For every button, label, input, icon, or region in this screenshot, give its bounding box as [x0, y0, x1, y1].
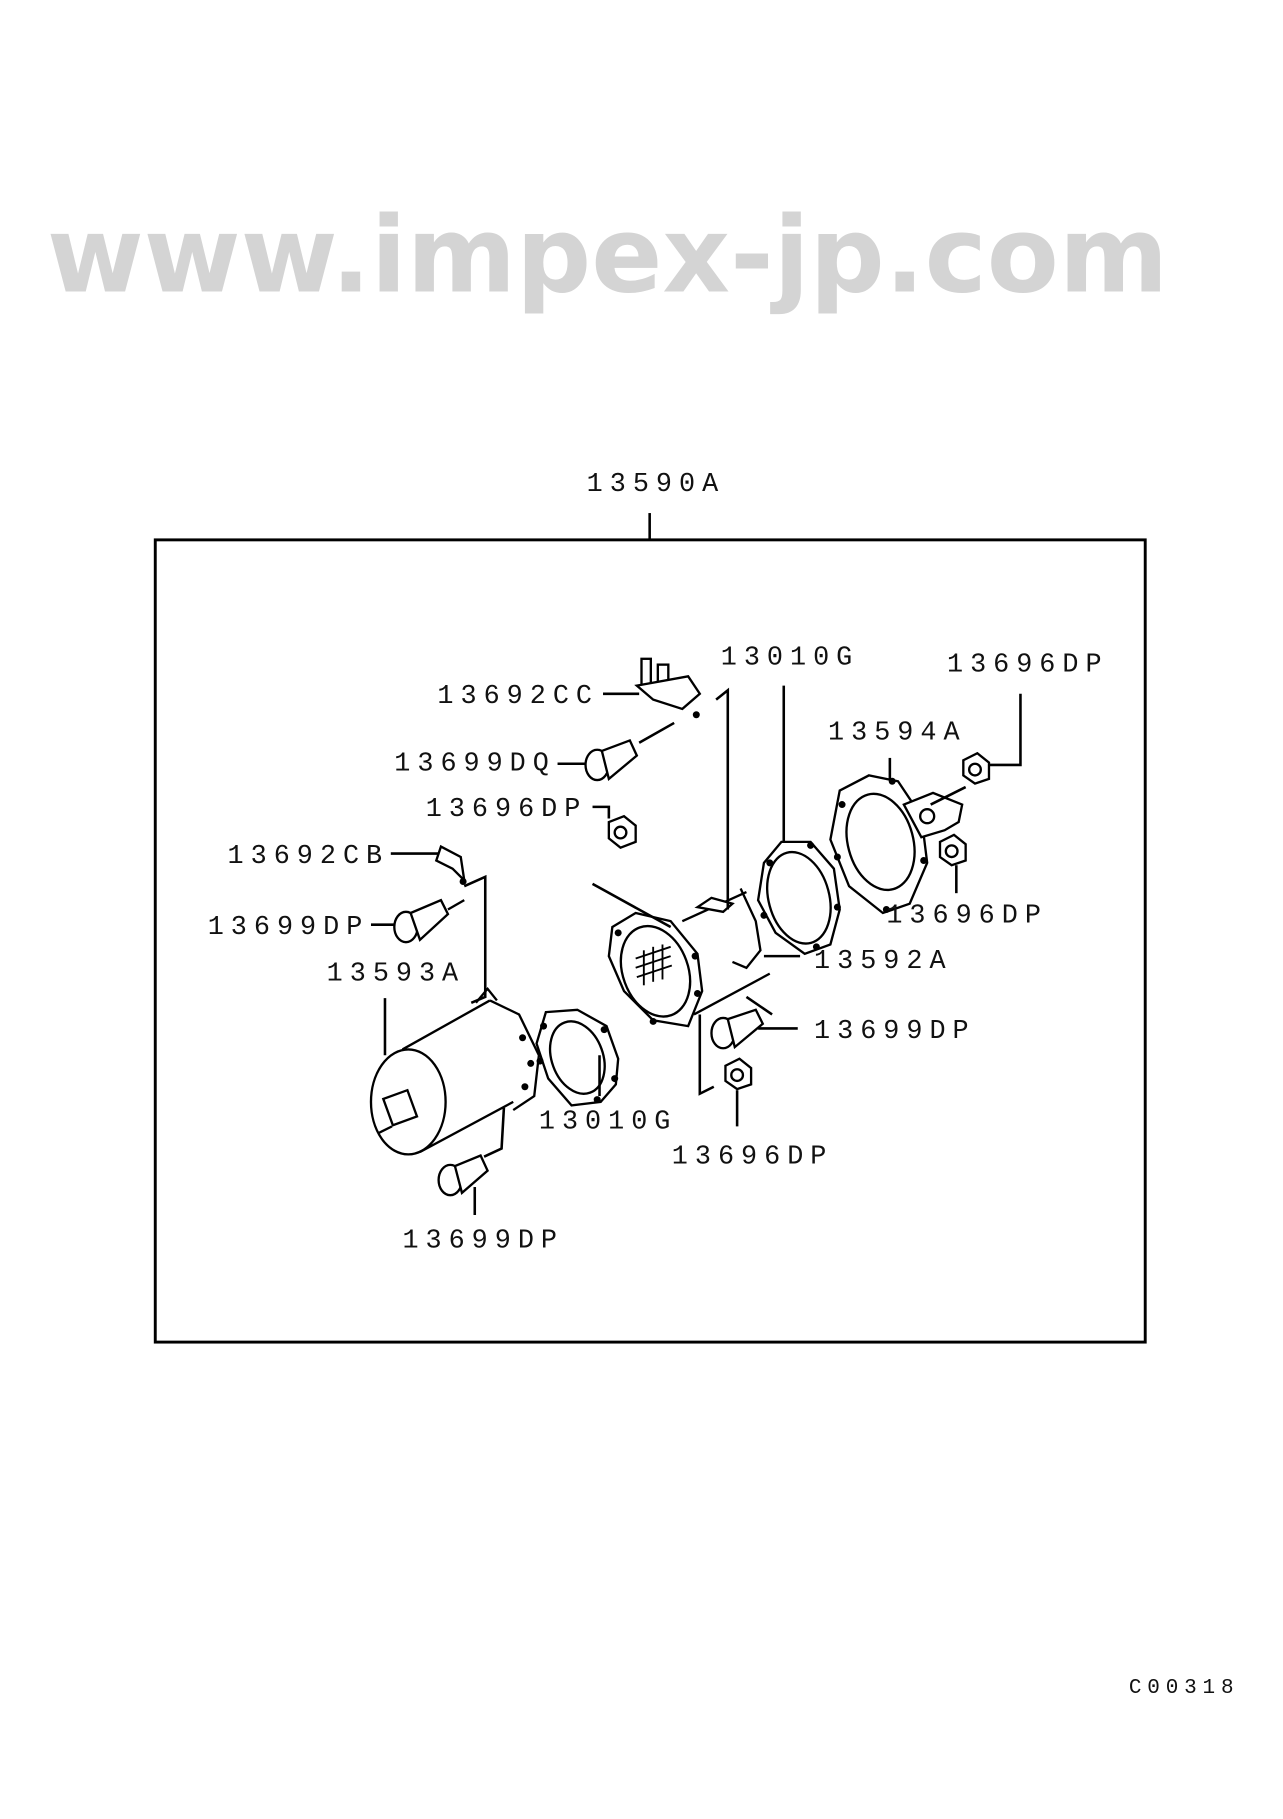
bolt-dq-drawing: [584, 738, 639, 782]
label-13592A: 13592A: [814, 947, 952, 977]
nut-upper-left-drawing: [607, 814, 637, 850]
leader-13696DP-top-right: [988, 693, 1022, 767]
label-13010G-lower: 13010G: [539, 1108, 677, 1138]
label-13696DP-right: 13696DP: [886, 901, 1048, 931]
label-13593A: 13593A: [327, 960, 465, 990]
bracket-cb-drawing: [434, 844, 487, 1004]
gasket-upper-drawing: [756, 840, 841, 956]
watermark: www.impex-jp.com: [47, 195, 1168, 317]
nut-top-right-drawing: [962, 751, 991, 785]
nut-lower-drawing: [724, 1057, 753, 1091]
assembly-frame: [153, 538, 1147, 1344]
bolt-right-drawing: [710, 1008, 765, 1050]
bracket-cc-drawing: [634, 657, 730, 744]
label-13594A: 13594A: [828, 718, 966, 748]
bolt-left-drawing: [393, 898, 465, 944]
label-13699DQ: 13699DQ: [394, 750, 556, 780]
label-13692CC: 13692CC: [437, 682, 599, 712]
assembly-label: 13590A: [587, 470, 725, 500]
label-13699DP-bottom: 13699DP: [402, 1227, 564, 1257]
leader-13696DP-upper-left: [592, 805, 611, 819]
housing-front-drawing: [369, 986, 541, 1156]
gasket-lower-drawing: [535, 1008, 620, 1107]
label-13696DP-lower: 13696DP: [672, 1143, 834, 1173]
label-13696DP-top-right: 13696DP: [947, 651, 1109, 681]
housing-rear-drawing: [829, 774, 967, 915]
label-13010G-upper: 13010G: [721, 644, 859, 674]
bolt-bottom-drawing: [437, 1107, 506, 1197]
label-13699DP-left: 13699DP: [208, 913, 370, 943]
housing-center-drawing: [591, 708, 773, 1096]
label-13699DP-right: 13699DP: [814, 1017, 976, 1047]
nut-right-drawing: [938, 833, 967, 867]
label-13692CB: 13692CB: [228, 842, 390, 872]
diagram-code: C00318: [1129, 1677, 1239, 1700]
label-13696DP-upper-left: 13696DP: [426, 795, 588, 825]
